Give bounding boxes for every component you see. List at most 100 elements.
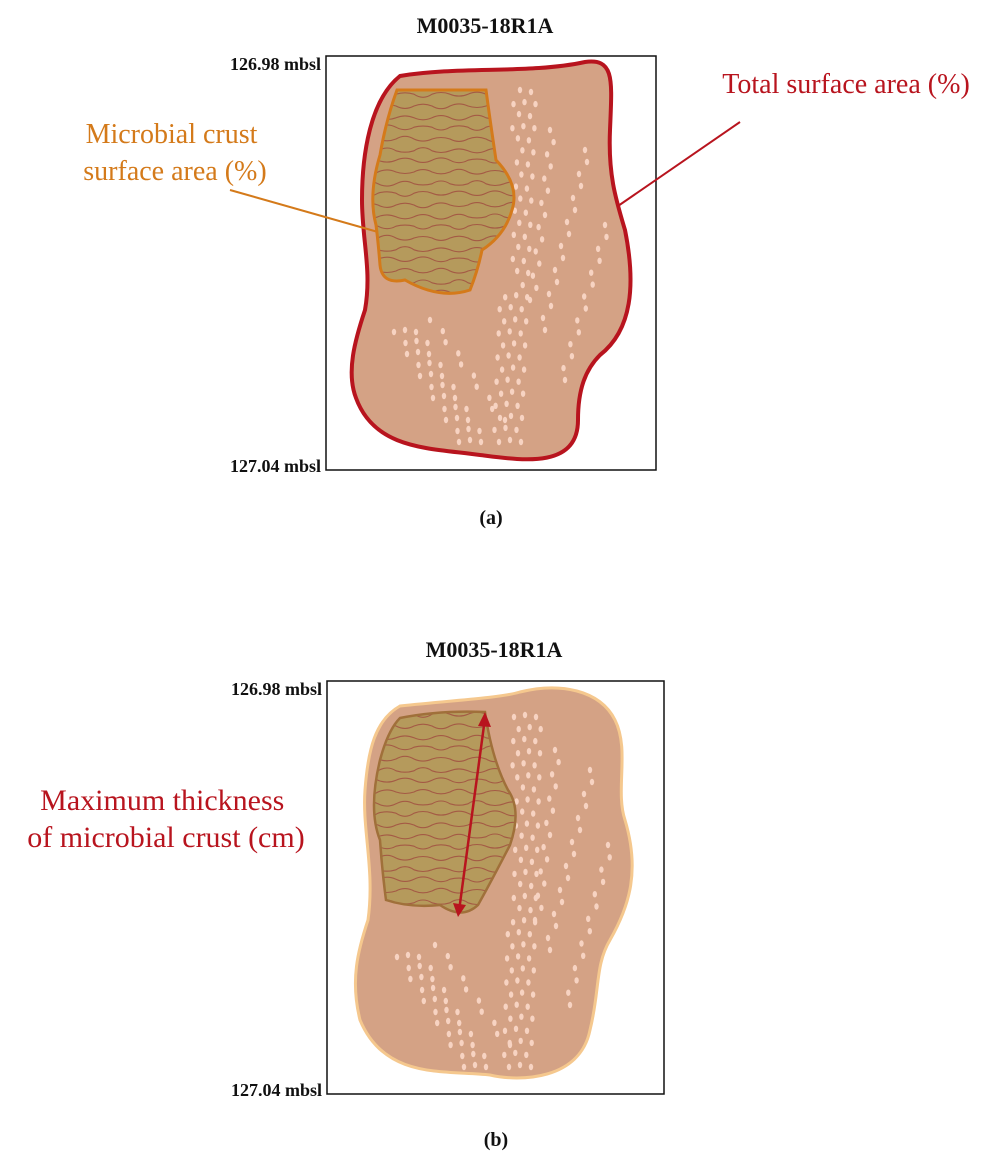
texture-dot <box>471 1051 475 1057</box>
texture-dot <box>534 248 538 254</box>
texture-dot <box>512 232 516 238</box>
texture-dot <box>461 975 465 981</box>
texture-dot <box>509 304 513 310</box>
texture-dot <box>508 437 512 443</box>
texture-dot <box>514 1026 518 1032</box>
texture-dot <box>469 1031 473 1037</box>
texture-dot <box>473 1062 477 1068</box>
texture-dot <box>536 893 540 899</box>
texture-dot <box>529 883 533 889</box>
texture-dot <box>511 919 515 925</box>
texture-dot <box>543 212 547 218</box>
texture-dot <box>464 406 468 412</box>
texture-dot <box>540 236 544 242</box>
texture-dot <box>523 234 527 240</box>
texture-dot <box>448 1042 452 1048</box>
texture-dot <box>516 953 520 959</box>
texture-dot <box>518 881 522 887</box>
texture-dot <box>548 832 552 838</box>
texture-dot <box>480 1009 484 1015</box>
panel-a-title: M0035-18R1A <box>417 13 554 38</box>
texture-dot <box>435 1020 439 1026</box>
texture-dot <box>470 1042 474 1048</box>
texture-dot <box>442 987 446 993</box>
texture-dot <box>440 382 444 388</box>
texture-dot <box>395 954 399 960</box>
texture-dot <box>523 712 527 718</box>
texture-dot <box>495 354 499 360</box>
texture-dot <box>525 1028 529 1034</box>
texture-dot <box>511 101 515 107</box>
texture-dot <box>466 426 470 432</box>
texture-dot <box>541 315 545 321</box>
texture-dot <box>508 1016 512 1022</box>
texture-dot <box>518 1062 522 1068</box>
texture-dot <box>582 293 586 299</box>
texture-dot <box>455 1009 459 1015</box>
texture-dot <box>530 173 534 179</box>
panel-b-title: M0035-18R1A <box>426 637 563 662</box>
texture-dot <box>468 437 472 443</box>
texture-dot <box>510 389 514 395</box>
crust-area-label-line2: surface area (%) <box>83 156 266 187</box>
texture-dot <box>408 976 412 982</box>
panel-b-caption: (b) <box>484 1129 508 1151</box>
texture-dot <box>526 161 530 167</box>
texture-dot <box>475 384 479 390</box>
texture-dot <box>530 835 534 841</box>
texture-dot <box>547 795 551 801</box>
texture-dot <box>545 856 549 862</box>
texture-dot <box>446 1018 450 1024</box>
texture-dot <box>531 273 535 279</box>
crust-area-label: Microbial crust surface area (%) <box>83 119 266 187</box>
texture-dot <box>526 1004 530 1010</box>
texture-dot <box>524 1052 528 1058</box>
texture-dot <box>581 953 585 959</box>
texture-dot <box>518 195 522 201</box>
texture-dot <box>444 417 448 423</box>
texture-dot <box>532 786 536 792</box>
texture-dot <box>477 997 481 1003</box>
texture-dot <box>601 879 605 885</box>
texture-dot <box>535 847 539 853</box>
texture-dot <box>527 748 531 754</box>
texture-dot <box>534 871 538 877</box>
texture-dot <box>519 857 523 863</box>
texture-dot <box>522 366 526 372</box>
texture-dot <box>536 798 540 804</box>
texture-dot <box>425 340 429 346</box>
texture-dot <box>586 916 590 922</box>
texture-dot <box>584 305 588 311</box>
texture-dot <box>521 941 525 947</box>
texture-dot <box>520 306 524 312</box>
texture-dot <box>472 372 476 378</box>
texture-dot <box>547 291 551 297</box>
texture-dot <box>539 200 543 206</box>
texture-dot <box>571 195 575 201</box>
texture-dot <box>516 750 520 756</box>
texture-dot <box>466 417 470 423</box>
texture-dot <box>406 952 410 958</box>
texture-dot <box>524 210 528 216</box>
texture-dot <box>585 159 589 165</box>
texture-dot <box>519 1014 523 1020</box>
texture-dot <box>492 1020 496 1026</box>
texture-dot <box>528 222 532 228</box>
panel-b-top-depth: 126.98 mbsl <box>231 679 322 699</box>
texture-dot <box>506 352 510 358</box>
texture-dot <box>564 863 568 869</box>
texture-dot <box>526 270 530 276</box>
texture-dot <box>429 384 433 390</box>
texture-dot <box>525 796 529 802</box>
texture-dot <box>584 803 588 809</box>
texture-dot <box>517 905 521 911</box>
texture-dot <box>548 127 552 133</box>
panel-a-caption: (a) <box>479 507 502 529</box>
texture-dot <box>577 171 581 177</box>
texture-dot <box>521 123 525 129</box>
texture-dot <box>541 844 545 850</box>
texture-dot <box>546 188 550 194</box>
total-leader-line <box>618 122 740 206</box>
texture-dot <box>521 282 525 288</box>
texture-dot <box>407 965 411 971</box>
